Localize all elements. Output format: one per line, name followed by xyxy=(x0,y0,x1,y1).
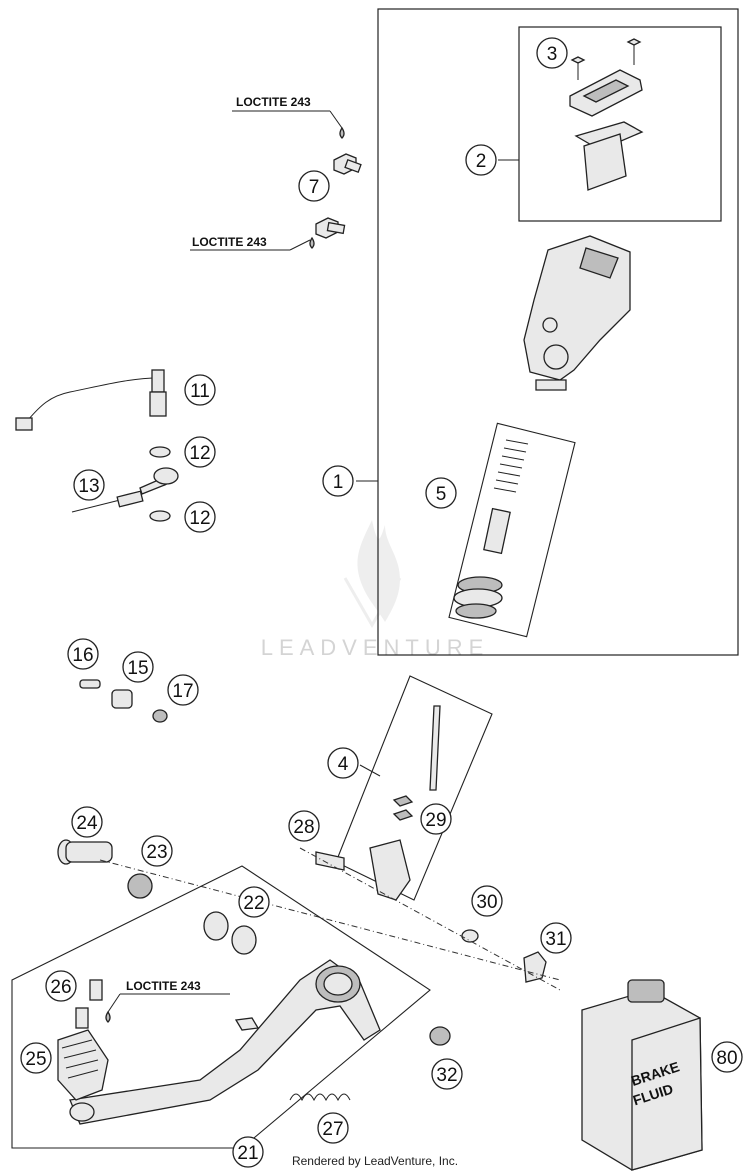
callout-12-upper[interactable]: 12 xyxy=(184,436,216,468)
svg-text:25: 25 xyxy=(25,1049,46,1070)
callout-26[interactable]: 26 xyxy=(45,970,77,1002)
svg-text:26: 26 xyxy=(50,977,71,998)
callout-7[interactable]: 7 xyxy=(298,170,330,202)
svg-text:22: 22 xyxy=(243,893,264,914)
pivot-bolt-washer-parts xyxy=(57,839,257,955)
svg-text:21: 21 xyxy=(237,1143,258,1164)
callout-24[interactable]: 24 xyxy=(71,806,103,838)
pushrod-part xyxy=(315,705,441,901)
piston-kit-part xyxy=(453,439,529,619)
brake-fluid-can: BRAKE FLUID xyxy=(581,979,703,1171)
callout-30[interactable]: 30 xyxy=(471,885,503,917)
callout-15[interactable]: 15 xyxy=(122,651,154,683)
pushrod-frame xyxy=(335,675,493,901)
lever-screws-part xyxy=(75,979,111,1029)
bushing-bolt-nut-parts xyxy=(79,679,168,723)
callout-12-lower[interactable]: 12 xyxy=(184,501,216,533)
callout-31[interactable]: 31 xyxy=(540,922,572,954)
svg-text:11: 11 xyxy=(190,381,210,402)
svg-text:3: 3 xyxy=(547,44,558,65)
callout-3[interactable]: 3 xyxy=(536,37,568,69)
callout-22[interactable]: 22 xyxy=(238,886,270,918)
loctite-label-lever: LOCTITE 243 xyxy=(126,979,201,993)
callout-4[interactable]: 4 xyxy=(327,747,359,779)
callout-25[interactable]: 25 xyxy=(20,1042,52,1074)
svg-text:29: 29 xyxy=(425,810,446,831)
callout-2[interactable]: 2 xyxy=(465,144,497,176)
callout-23[interactable]: 23 xyxy=(141,835,173,867)
svg-text:5: 5 xyxy=(436,484,447,505)
callout-32[interactable]: 32 xyxy=(431,1058,463,1090)
piston-kit-frame xyxy=(448,422,576,638)
svg-text:12: 12 xyxy=(189,443,210,464)
brake-lever-frame xyxy=(11,865,431,1149)
footrest-tip-part xyxy=(57,1029,109,1101)
callout-80[interactable]: 80 xyxy=(711,1041,743,1073)
callout-1[interactable]: 1 xyxy=(322,465,354,497)
callout-11[interactable]: 11 xyxy=(184,374,216,406)
callout-16[interactable]: 16 xyxy=(67,638,99,670)
svg-text:2: 2 xyxy=(476,151,487,172)
watermark-logo xyxy=(343,520,402,628)
sealing-washer-upper xyxy=(149,446,171,458)
callout-13[interactable]: 13 xyxy=(73,469,105,501)
reservoir-frame xyxy=(518,26,722,222)
svg-text:15: 15 xyxy=(127,658,148,679)
svg-text:17: 17 xyxy=(172,681,193,702)
watermark-text: LEADVENTURE xyxy=(261,635,490,660)
cotter-pin-part xyxy=(523,951,547,983)
callout-29[interactable]: 29 xyxy=(420,803,452,835)
callout-17[interactable]: 17 xyxy=(167,674,199,706)
svg-text:16: 16 xyxy=(72,645,93,666)
brake-light-switch-part xyxy=(15,369,167,431)
loctite-label-middle: LOCTITE 243 xyxy=(192,235,267,249)
callout-27[interactable]: 27 xyxy=(317,1112,349,1144)
svg-text:28: 28 xyxy=(293,817,314,838)
svg-text:1: 1 xyxy=(333,472,344,493)
loctite-label-top: LOCTITE 243 xyxy=(236,95,311,109)
brake-lever-part xyxy=(69,959,381,1125)
washer-part xyxy=(461,929,479,943)
svg-text:12: 12 xyxy=(189,508,210,529)
return-spring-part xyxy=(289,1093,351,1102)
svg-text:31: 31 xyxy=(545,929,566,950)
bolt-part xyxy=(309,126,362,249)
callout-5[interactable]: 5 xyxy=(425,477,457,509)
svg-text:27: 27 xyxy=(322,1119,343,1140)
callout-21[interactable]: 21 xyxy=(232,1136,264,1168)
reservoir-cap-part xyxy=(569,38,644,191)
svg-text:24: 24 xyxy=(76,813,98,834)
lock-nut-part xyxy=(429,1026,451,1046)
svg-text:80: 80 xyxy=(716,1048,737,1069)
svg-text:7: 7 xyxy=(309,177,320,198)
sealing-washer-lower xyxy=(149,510,171,522)
svg-text:30: 30 xyxy=(476,892,497,913)
master-cylinder-body xyxy=(523,235,631,391)
callout-28[interactable]: 28 xyxy=(288,810,320,842)
svg-text:4: 4 xyxy=(338,754,349,775)
brake-hose-part xyxy=(71,467,179,513)
svg-text:23: 23 xyxy=(146,842,167,863)
svg-text:13: 13 xyxy=(78,476,99,497)
svg-text:32: 32 xyxy=(436,1065,457,1086)
footer-credit: Rendered by LeadVenture, Inc. xyxy=(291,1154,459,1168)
master-cylinder-frame xyxy=(377,8,739,656)
